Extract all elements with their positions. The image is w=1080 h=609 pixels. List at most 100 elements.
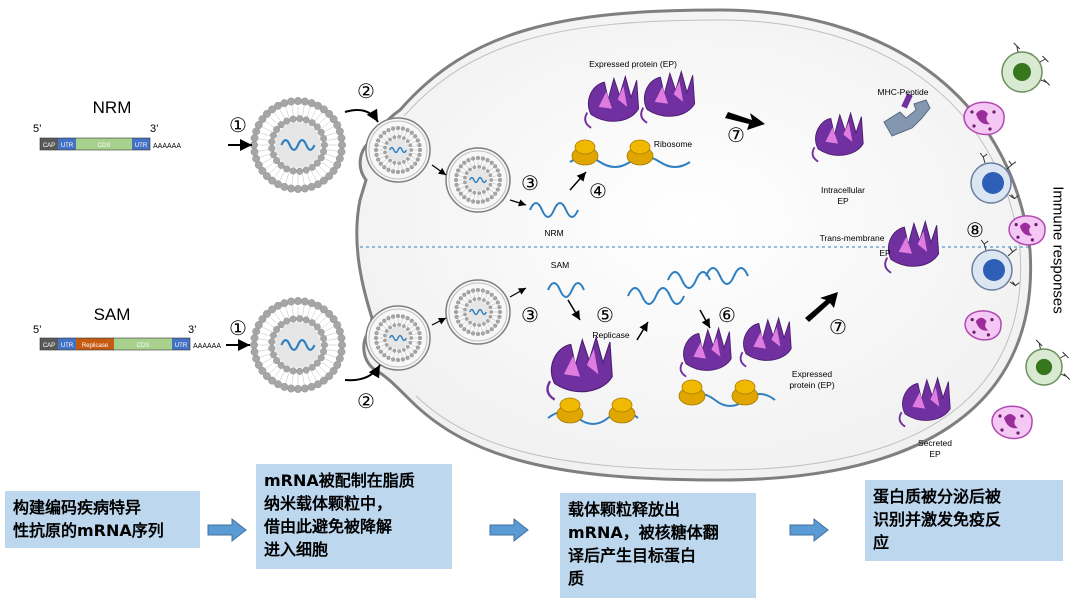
flow-arrows xyxy=(207,517,829,543)
immune-tcell-2 xyxy=(1025,339,1071,386)
arrow-step4 xyxy=(569,171,587,191)
flow-arrow-2 xyxy=(489,517,529,543)
step-1-sam: ① xyxy=(229,318,247,340)
protein-secreted xyxy=(898,376,951,428)
label-expressed-protein: Expressed protein (EP) xyxy=(589,59,677,69)
immune-macrophage-2 xyxy=(1008,215,1046,246)
nrm-seg-utr3: UTR xyxy=(135,143,148,149)
nrm-seg-utr5: UTR xyxy=(61,143,74,149)
lnp-large-nrm xyxy=(250,97,346,193)
endosome-particles xyxy=(365,117,511,371)
ribosome-replicase-1 xyxy=(556,397,584,424)
flow-box-4-line2: 识别并激发免疫反 xyxy=(873,510,1002,529)
flow-arrow-1 xyxy=(207,517,247,543)
endosome-sam-entry-lnp xyxy=(373,313,423,363)
protein-ep-3 xyxy=(679,326,732,378)
immune-macrophage-3 xyxy=(964,310,1002,341)
protein-replicase xyxy=(546,335,613,401)
arrow-step7-bottom xyxy=(805,292,838,322)
protein-ep-1 xyxy=(584,74,640,129)
label-intracellular-b: EP xyxy=(837,196,849,206)
protein-ep-4 xyxy=(739,316,792,368)
ribosome-bottom-1 xyxy=(678,379,706,406)
flow-box-1-line2: 性抗原的mRNA序列 xyxy=(13,521,164,540)
endosome-nrm-entry-lnp xyxy=(373,125,423,175)
immune-tcell-1 xyxy=(1001,42,1051,93)
protein-intracellular xyxy=(811,111,864,163)
flow-box-2: mRNA被配制在脂质 纳米载体颗粒中， 借由此避免被降解 进入细胞 xyxy=(256,464,452,569)
arrow-step7-top xyxy=(725,112,765,130)
diagram-labels: Expressed protein (EP) Ribosome NRM SAM … xyxy=(544,59,952,459)
flow-box-2-line1: mRNA被配制在脂质 xyxy=(264,471,415,490)
immune-bcell-2 xyxy=(971,239,1020,291)
immune-macrophage-4 xyxy=(991,405,1033,440)
sam-seg-cap: CAP xyxy=(43,343,55,349)
label-secreted-b: EP xyxy=(929,449,941,459)
amplified-strand-3 xyxy=(705,267,749,285)
label-expressed-2b: protein (EP) xyxy=(789,380,835,390)
step-2-nrm: ② xyxy=(357,81,375,103)
ribosomes-and-proteins xyxy=(546,69,951,428)
protein-ep-2 xyxy=(640,69,696,124)
nrm-construct: NRM 5’ 3’ CAP UTR CDS UTR AAAAAA xyxy=(33,98,181,151)
flow-box-4: 蛋白质被分泌后被 识别并激发免疫反 应 xyxy=(865,480,1063,561)
step-numbers: ① ② ③ ④ ⑦ ① ② ③ ⑤ ⑥ ⑦ ⑧ xyxy=(229,81,984,413)
flow-box-1: 构建编码疾病特异 性抗原的mRNA序列 xyxy=(5,491,200,548)
arrow-step2-nrm xyxy=(344,108,379,123)
endosome-sam-entry xyxy=(365,305,431,371)
arrow-replicase xyxy=(636,321,649,341)
label-sam-strand: SAM xyxy=(551,260,569,270)
step-1-nrm: ① xyxy=(229,115,247,137)
label-ribosome: Ribosome xyxy=(654,139,693,149)
immune-bcell-1 xyxy=(970,152,1019,204)
sam-strand xyxy=(547,282,585,298)
nrm-5prime: 5’ xyxy=(33,123,42,135)
arrow-endo-sam xyxy=(431,317,447,326)
sam-seg-utr3: UTR xyxy=(175,343,188,349)
flow-box-4-line3: 应 xyxy=(873,533,890,552)
sam-construct: SAM 5’ 3’ CAP UTR Replicase CDS UTR AAAA… xyxy=(33,305,221,351)
arrow-step6 xyxy=(699,309,711,329)
endosome-nrm-inner-lnp xyxy=(453,155,503,205)
arrow-release-sam xyxy=(509,287,527,298)
arrow-release-nrm xyxy=(509,199,527,207)
flow-arrow-3 xyxy=(789,517,829,543)
label-expressed-2a: Expressed xyxy=(792,369,832,379)
nrm-polya: AAAAAA xyxy=(153,143,181,150)
immune-responses-label: Immune responses xyxy=(1048,170,1068,330)
label-secreted-a: Secreted xyxy=(918,438,952,448)
arrow-step2-sam xyxy=(344,364,381,382)
nrm-seg-cds: CDS xyxy=(98,143,111,149)
step-7-bottom: ⑦ xyxy=(829,317,847,339)
sam-title: SAM xyxy=(94,305,131,324)
sam-seg-utr5: UTR xyxy=(61,343,74,349)
step-4: ④ xyxy=(589,181,607,203)
immune-macrophage-1 xyxy=(963,101,1005,136)
step-3-sam: ③ xyxy=(521,305,539,327)
label-intracellular-a: Intracellular xyxy=(821,185,865,195)
flow-box-2-line4: 进入细胞 xyxy=(264,540,329,559)
label-transmembrane-a: Trans-membrane xyxy=(820,233,885,243)
label-mhc-peptide: MHC-Peptide xyxy=(877,87,928,97)
ribosome-top-1 xyxy=(571,139,599,166)
nrm-3prime: 3’ xyxy=(150,123,159,135)
immune-cells xyxy=(963,42,1071,440)
flow-box-2-line2: 纳米载体颗粒中， xyxy=(264,494,393,513)
sam-seg-replicase: Replicase xyxy=(82,343,109,349)
flow-box-3-line3: 译后产生目标蛋白 xyxy=(568,546,697,565)
label-nrm-strand: NRM xyxy=(544,228,563,238)
flow-box-3-line2: mRNA，被核糖体翻 xyxy=(568,523,719,542)
sam-5prime: 5’ xyxy=(33,324,42,336)
ribosome-replicase-2 xyxy=(608,397,636,424)
sam-seg-cds: CDS xyxy=(137,343,150,349)
step-8: ⑧ xyxy=(966,220,984,242)
sam-polya: AAAAAA xyxy=(193,343,221,350)
arrow-endo-nrm xyxy=(431,164,447,176)
sam-3prime: 3’ xyxy=(188,324,197,336)
endosome-nrm-entry xyxy=(365,117,431,183)
label-replicase: Replicase xyxy=(592,330,630,340)
nrm-seg-cap: CAP xyxy=(43,143,55,149)
flow-box-1-line1: 构建编码疾病特异 xyxy=(13,498,142,517)
amplified-strand-1 xyxy=(627,287,685,305)
